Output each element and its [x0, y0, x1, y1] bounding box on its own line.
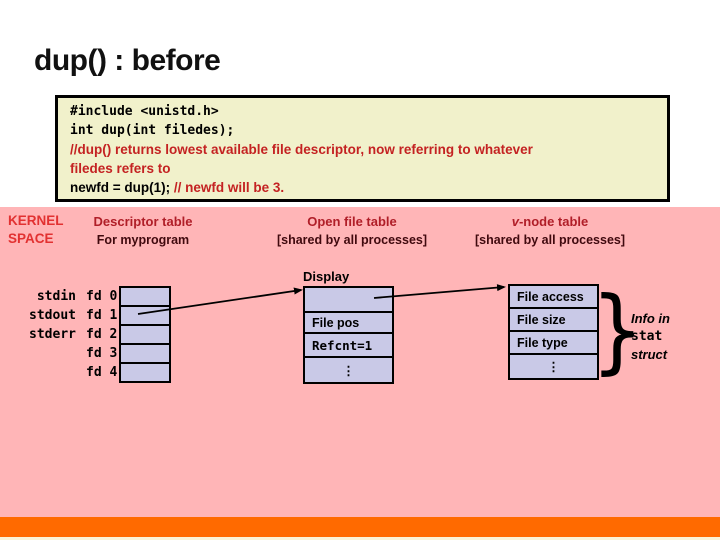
label-fd0: fd 0 [86, 289, 118, 304]
header-vnode-table: v-node table [shared by all processes] [450, 215, 650, 247]
header-open-file-table: Open file table [shared by all processes… [252, 215, 452, 247]
label-fd1: fd 1 [86, 308, 118, 323]
bottom-cream-strip [0, 537, 720, 540]
code-line-newfd: newfd = dup(1); // newfd will be 3. [70, 178, 667, 197]
open-file-cell-filepos: File pos [305, 313, 392, 334]
stat-brace: } [591, 277, 644, 384]
header-open-file-subtitle: [shared by all processes] [276, 233, 428, 247]
label-fd2: fd 2 [86, 327, 118, 342]
header-vnode-rest: -node table [518, 214, 589, 229]
stat-info-line1: Info in [631, 311, 670, 326]
stat-info-line2: stat [631, 329, 663, 344]
code-line-include: #include <unistd.h> [70, 104, 219, 119]
page-title: dup() : before [34, 44, 221, 77]
code-line-prototype: int dup(int filedes); [70, 123, 235, 138]
kernel-space-line1: KERNEL [8, 213, 64, 228]
descriptor-cell-fd1 [121, 307, 169, 326]
descriptor-cell-fd3 [121, 345, 169, 364]
header-descriptor-table: Descriptor table For myprogram [43, 215, 243, 247]
vnode-cell-file-type: File type [510, 332, 597, 355]
label-stdin: stdin [36, 289, 76, 304]
vnode-table: File access File size File type ⋮ [508, 284, 599, 380]
header-vnode-v: v [511, 214, 519, 229]
kernel-space-line2: SPACE [8, 231, 54, 246]
code-newfd-call: newfd = dup(1); [70, 180, 174, 195]
descriptor-cell-fd2 [121, 326, 169, 345]
open-file-cell-ellipsis: ⋮ [342, 363, 355, 378]
kernel-space-label: KERNEL SPACE [8, 212, 64, 248]
header-descriptor-subtitle: For myprogram [96, 233, 190, 247]
open-file-cell-refcnt: Refcnt=1 [305, 334, 392, 358]
header-descriptor-title: Descriptor table [93, 214, 193, 229]
open-file-cell-pointer [305, 288, 392, 313]
vnode-cell-file-size: File size [510, 309, 597, 332]
descriptor-cell-fd0 [121, 288, 169, 307]
code-comment-1: //dup() returns lowest available file de… [70, 142, 533, 157]
header-open-file-title: Open file table [307, 214, 397, 229]
stat-info-line3: struct [631, 347, 668, 362]
label-stdout: stdout [29, 308, 76, 323]
code-block: #include <unistd.h> int dup(int filedes)… [55, 95, 670, 202]
bottom-orange-bar [0, 517, 720, 537]
label-fd4: fd 4 [86, 365, 118, 380]
header-vnode-subtitle: [shared by all processes] [474, 233, 626, 247]
descriptor-table [119, 286, 171, 383]
vnode-cell-ellipsis: ⋮ [547, 360, 560, 374]
header-vnode-title: v-node table [450, 215, 650, 229]
label-fd3: fd 3 [86, 346, 118, 361]
code-comment-2: filedes refers to [70, 161, 171, 176]
open-file-entry-label: Display [303, 269, 350, 284]
vnode-cell-file-access: File access [510, 286, 597, 309]
descriptor-cell-fd4 [121, 364, 169, 381]
label-stderr: stderr [29, 327, 76, 342]
code-newfd-comment: // newfd will be 3. [173, 180, 285, 195]
open-file-table: File pos Refcnt=1 ⋮ [303, 286, 394, 384]
